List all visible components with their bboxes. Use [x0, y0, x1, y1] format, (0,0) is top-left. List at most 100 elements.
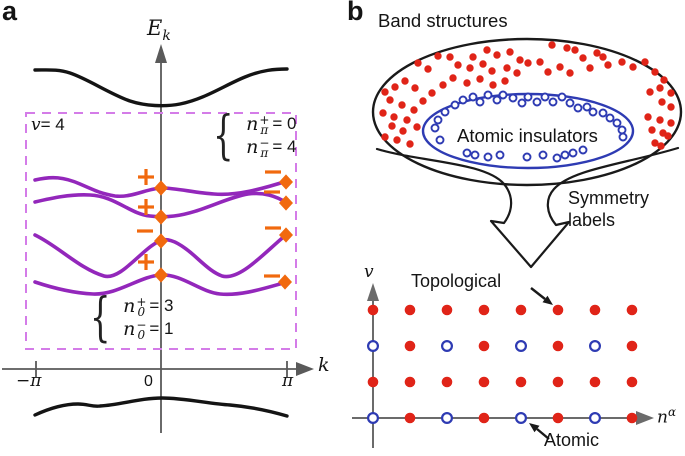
atomic-circle: [517, 98, 527, 108]
scatter-red-dot: [441, 304, 453, 316]
red-dot: [544, 68, 552, 76]
red-dot: [599, 53, 607, 61]
scatter-red-dot: [589, 376, 601, 388]
red-dot: [664, 132, 672, 140]
tick-label-minus-pi: −π: [16, 371, 42, 391]
black-band: [33, 396, 289, 418]
filling-label: v= 4: [31, 115, 65, 135]
red-dot: [536, 58, 544, 66]
math-base: n: [246, 136, 259, 159]
pi-annotation-row1: n+π= 0: [246, 113, 296, 136]
zero-annotation: { n+0= 3 n−0= 1: [90, 292, 174, 344]
atomic-circle: [440, 107, 450, 117]
x-label-sup: α: [667, 405, 677, 419]
scatter-blue-circle: [514, 340, 527, 353]
black-band: [33, 67, 289, 108]
atomic-label: Atomic: [544, 430, 600, 450]
red-dot: [479, 60, 487, 68]
scatter-red-dot: [404, 304, 416, 316]
math-sup: +: [259, 112, 270, 127]
atomic-circle: [433, 115, 443, 125]
red-dot: [413, 123, 421, 131]
scatter-blue-circle: [441, 412, 454, 425]
panel-a-label: a: [2, 0, 18, 26]
red-dot: [656, 84, 664, 92]
atomic-circle: [605, 113, 615, 123]
atomic-circle: [552, 153, 562, 163]
tick-label-pi: π: [282, 371, 294, 391]
red-dot: [419, 97, 427, 105]
red-dot: [524, 59, 532, 67]
tick-label-zero: 0: [144, 373, 153, 390]
scatter-x-arrowhead: [636, 411, 654, 425]
red-dot: [386, 96, 394, 104]
red-dot: [667, 103, 675, 111]
red-dot: [503, 64, 511, 72]
red-dot: [493, 51, 501, 59]
red-dot: [501, 77, 509, 85]
red-dot: [414, 59, 422, 67]
math-base: n: [123, 318, 136, 341]
red-dot: [604, 61, 612, 69]
math-sup: −: [136, 317, 147, 332]
x-label-base: n: [657, 407, 668, 428]
scatter-red-dot: [404, 340, 416, 352]
red-dot: [466, 64, 474, 72]
diamond-marker: [279, 227, 293, 243]
scatter-red-dot: [626, 340, 638, 352]
atomic-circle: [557, 92, 567, 102]
math-sup: −: [259, 135, 270, 150]
math-rhs: = 0: [272, 114, 297, 134]
scatter-red-dot: [404, 412, 416, 424]
filling-value: = 4: [40, 115, 65, 134]
scatter-red-dot: [515, 376, 527, 388]
scatter-blue-circle: [367, 340, 380, 353]
scatter-blue-circle: [441, 340, 454, 353]
purple-band: [33, 175, 289, 199]
momentum-axis-label: k: [318, 354, 330, 376]
scatter-red-dot: [626, 376, 638, 388]
red-dot: [488, 67, 496, 75]
atomic-circle: [468, 92, 478, 102]
red-dot: [449, 74, 457, 82]
diamond-marker: [279, 195, 293, 211]
atomic-circle: [522, 152, 532, 162]
red-dot: [516, 56, 524, 64]
red-dot: [411, 84, 419, 92]
red-dot: [391, 83, 399, 91]
scatter-red-dot: [367, 304, 379, 316]
diamond-marker: [154, 267, 168, 283]
red-dot: [398, 101, 406, 109]
diamond-marker: [154, 209, 168, 225]
scatter-red-dot: [478, 412, 490, 424]
red-dot: [410, 106, 418, 114]
funnel-arrow: [375, 146, 680, 269]
red-dot: [463, 79, 471, 87]
atomic-circle: [450, 100, 460, 110]
red-dot: [446, 53, 454, 61]
scatter-y-arrowhead: [367, 283, 379, 301]
atomic-insulators-label: Atomic insulators: [457, 125, 598, 146]
red-dot: [657, 142, 665, 150]
atomic-circle: [618, 132, 628, 142]
red-dot: [506, 48, 514, 56]
red-dot: [434, 52, 442, 60]
symmetry-line1: Symmetry: [568, 188, 649, 208]
atomic-arrow: [536, 428, 550, 440]
scatter-red-dot: [515, 304, 527, 316]
scatter-red-dot: [478, 304, 490, 316]
red-dot: [403, 116, 411, 124]
band-structures-title: Band structures: [378, 10, 508, 31]
red-dot: [424, 65, 432, 73]
red-dot: [388, 122, 396, 130]
scatter-blue-circle: [588, 412, 601, 425]
atomic-circle: [470, 150, 480, 160]
red-dot: [641, 58, 649, 66]
math-rhs: = 3: [149, 296, 174, 316]
red-dot: [629, 63, 637, 71]
scatter-red-dot: [552, 412, 564, 424]
scatter-red-dot: [552, 340, 564, 352]
energy-subscript: k: [162, 28, 171, 45]
math-sup: +: [136, 294, 147, 309]
